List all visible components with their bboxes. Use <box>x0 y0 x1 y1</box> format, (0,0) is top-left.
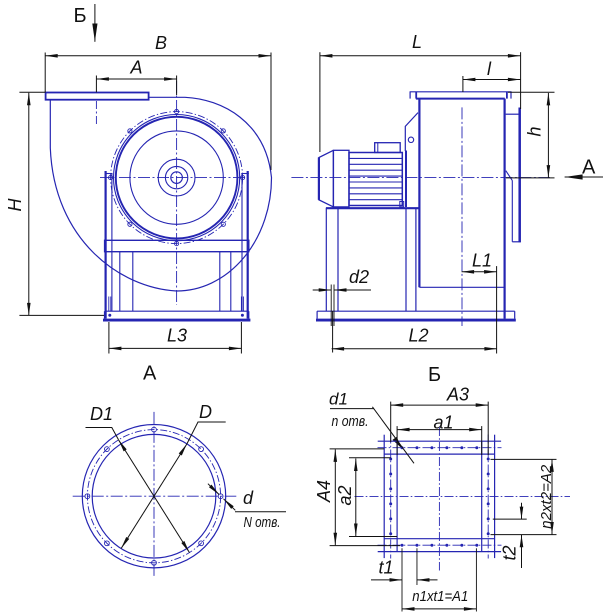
svg-text:Б: Б <box>428 364 441 386</box>
svg-text:L3: L3 <box>167 326 187 346</box>
svg-text:N отв.: N отв. <box>244 515 281 531</box>
svg-text:n отв.: n отв. <box>332 414 369 430</box>
svg-text:d1: d1 <box>329 390 348 409</box>
svg-text:Б: Б <box>74 5 87 27</box>
svg-text:D1: D1 <box>90 404 113 424</box>
svg-text:А: А <box>582 157 596 179</box>
svg-text:a2: a2 <box>335 485 355 505</box>
svg-text:n1xt1=A1: n1xt1=A1 <box>412 588 468 605</box>
svg-text:t1: t1 <box>379 557 394 577</box>
svg-text:d: d <box>243 488 254 508</box>
svg-text:l: l <box>487 59 492 79</box>
svg-text:d2: d2 <box>349 267 369 287</box>
svg-text:A3: A3 <box>446 385 469 405</box>
svg-text:L2: L2 <box>409 326 429 346</box>
svg-text:A4: A4 <box>314 480 334 503</box>
svg-text:H: H <box>5 198 25 212</box>
svg-text:h: h <box>525 126 545 136</box>
svg-text:n2xt2=A2: n2xt2=A2 <box>538 464 555 529</box>
svg-text:A: A <box>130 57 143 77</box>
svg-text:a1: a1 <box>434 412 454 432</box>
svg-text:B: B <box>155 33 167 53</box>
svg-text:L: L <box>412 32 422 52</box>
svg-text:L1: L1 <box>472 251 492 271</box>
svg-text:А: А <box>143 363 157 385</box>
svg-text:t2: t2 <box>500 545 520 560</box>
svg-text:D: D <box>199 402 212 422</box>
